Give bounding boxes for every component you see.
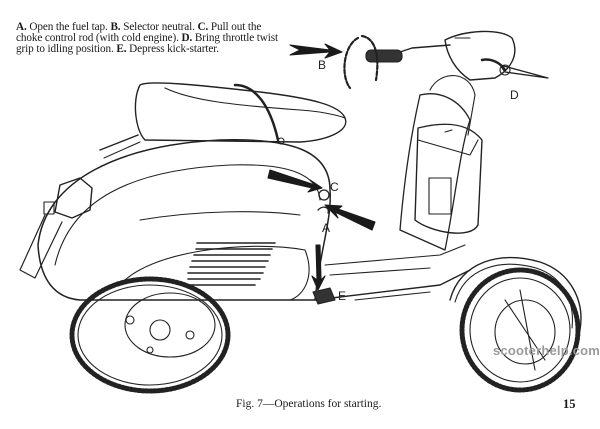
engine-louvres: [187, 242, 276, 286]
step-e-text: Depress kick-starter.: [126, 43, 219, 55]
label-b: B: [318, 58, 327, 72]
step-c-key: C.: [197, 21, 209, 33]
gear-selector-dial: [343, 34, 379, 90]
step-d-key: D.: [181, 32, 193, 44]
instructions-text: A. Open the fuel tap. B. Selector neutra…: [16, 21, 281, 55]
arrow-a-icon: [324, 204, 376, 231]
label-c: C: [330, 180, 339, 194]
arrow-b-icon: [289, 43, 343, 59]
step-a-key: A.: [16, 21, 27, 33]
rear-light: [43, 134, 141, 219]
page-number: 15: [563, 397, 576, 411]
watermark: scooterhelp.com: [493, 343, 600, 358]
label-e: E: [338, 289, 347, 303]
step-e-key: E.: [116, 43, 127, 55]
step-d-text: Bring throttle twist grip to idling posi…: [16, 32, 279, 55]
front-mudguard: [449, 256, 582, 331]
number-plate: [19, 214, 63, 279]
arrows: [267, 43, 376, 291]
glove-box: [414, 123, 483, 234]
seat: [134, 82, 347, 145]
step-c-text: Pull out the choke control rod (with col…: [16, 21, 262, 44]
rear-body: [37, 139, 331, 301]
floorboard: [314, 244, 471, 301]
step-a-text: Open the fuel tap.: [26, 21, 111, 33]
leg-shield: [399, 75, 476, 251]
rear-wheel: [69, 276, 231, 394]
step-b-text: Selector neutral.: [120, 21, 198, 33]
label-d: D: [510, 88, 519, 102]
figure-caption: Fig. 7—Operations for starting.: [236, 398, 382, 410]
arrow-e-icon: [311, 244, 326, 291]
front-wheel: [459, 267, 581, 393]
label-a: A: [322, 221, 331, 235]
step-b-key: B.: [110, 21, 121, 33]
kickstarter: [312, 287, 336, 305]
arrow-c-icon: [267, 169, 323, 193]
handlebar: [365, 30, 549, 81]
